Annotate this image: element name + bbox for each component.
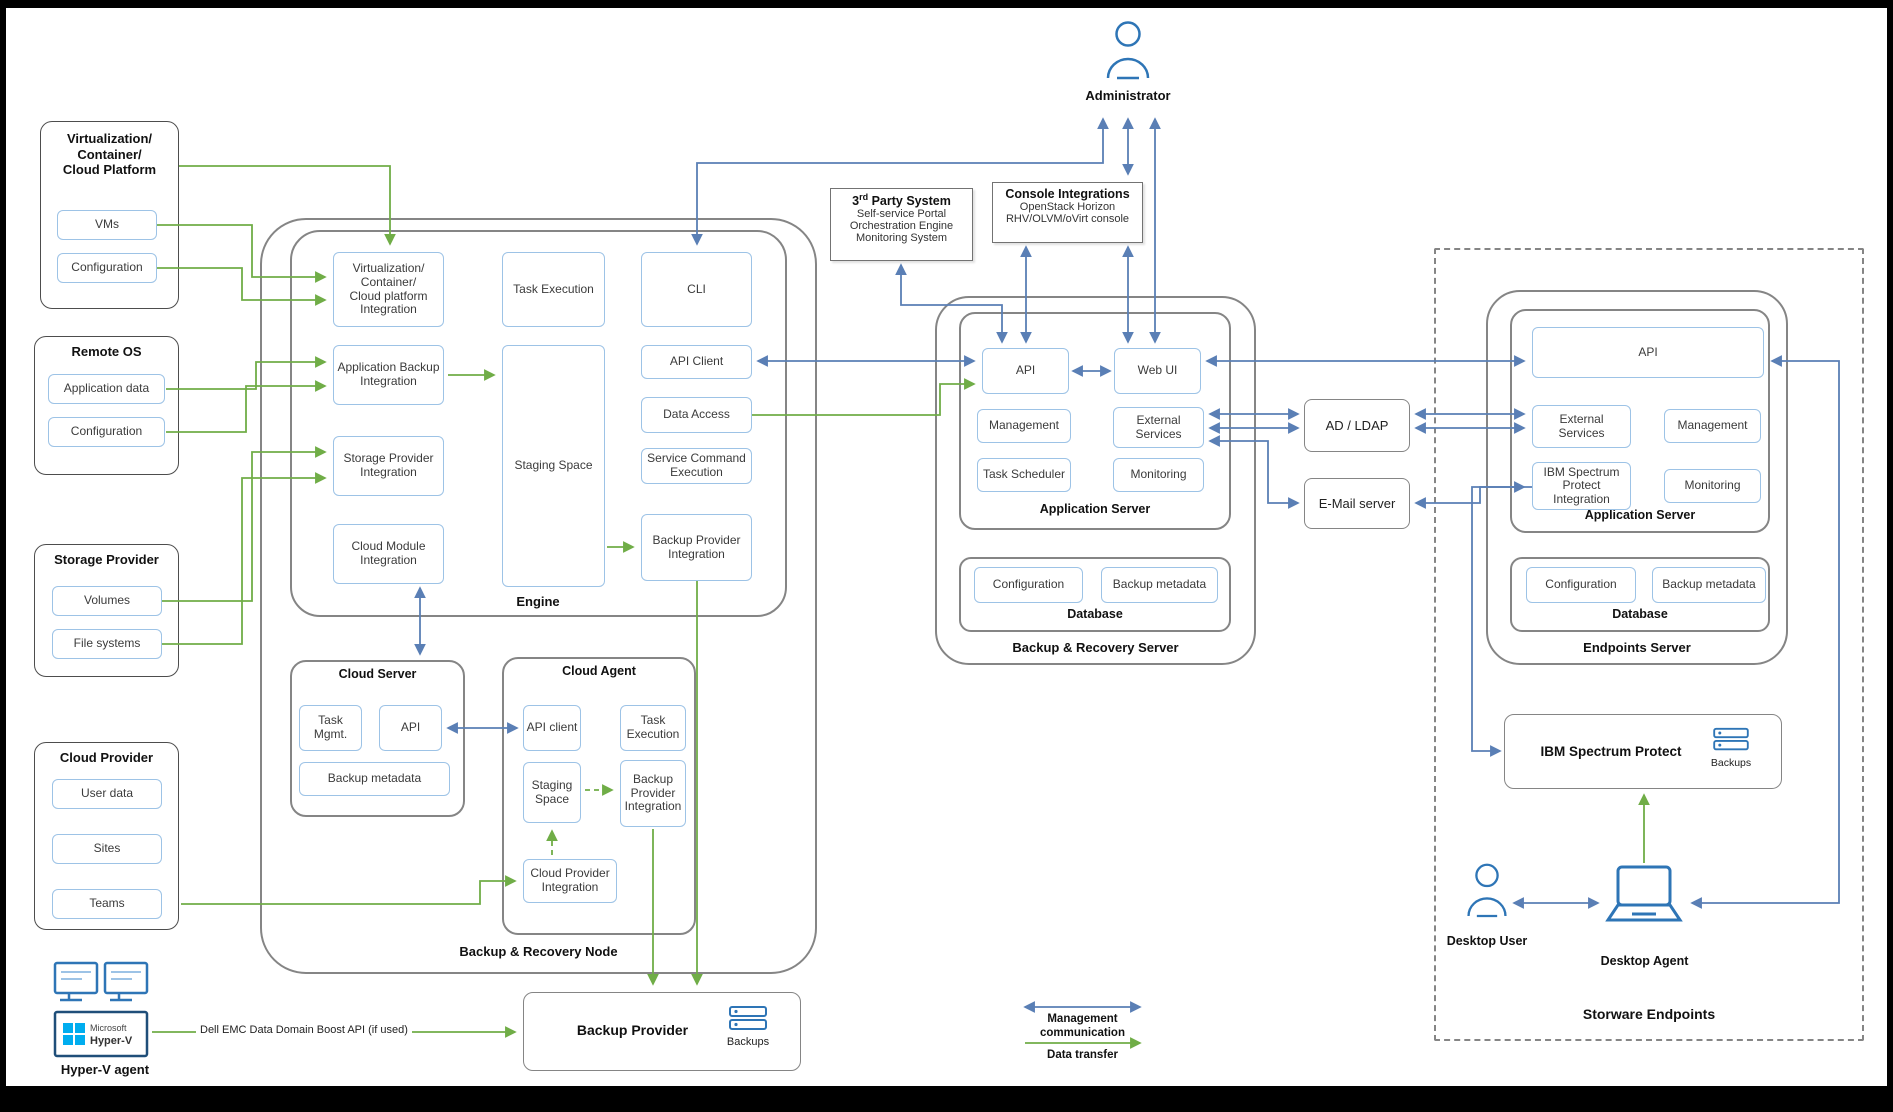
endpoints-management-box: Management [1664,409,1761,443]
cloud-provider-title: Cloud Provider [59,750,154,765]
server-api-box: API [982,348,1069,394]
server-db-configuration-box: Configuration [974,567,1083,603]
server-app-group [959,312,1231,530]
hyperv-agent-icon: Microsoft Hyper-V [53,961,149,1058]
cloud-server-backup-metadata-box: Backup metadata [299,762,450,796]
endpoints-server-label: Endpoints Server [1583,640,1691,655]
backup-provider-label: Backup Provider [576,1022,689,1038]
remote-os-panel [34,336,179,475]
server-management-box: Management [977,409,1071,443]
user-data-box: User data [52,779,162,809]
storage-provider-integration-box: Storage Provider Integration [333,436,444,496]
storware-endpoints-label: Storware Endpoints [1582,1006,1716,1022]
desktop-agent-label: Desktop Agent [1600,954,1689,968]
server-db-label: Database [1067,607,1123,621]
storage-provider-title: Storage Provider [54,552,159,567]
desktop-user-icon [1467,863,1507,918]
third-party-title-rest: Party System [868,194,951,209]
virt-platform-title: Virtualization/ Container/ Cloud Platfor… [62,131,157,178]
third-party-line-3: Monitoring System [855,232,948,245]
hyperv-icon-text1: Microsoft [90,1023,127,1033]
ibm-spectrum-protect-label: IBM Spectrum Protect [1540,744,1682,759]
api-client-box: API Client [641,345,752,379]
server-monitoring-box: Monitoring [1113,458,1204,492]
server-db-backup-metadata-box: Backup metadata [1101,567,1218,603]
administrator-label: Administrator [1085,88,1171,103]
virt-integration-box: Virtualization/ Container/ Cloud platfor… [333,252,444,327]
cloud-agent-label: Cloud Agent [562,664,636,678]
administrator-icon [1106,21,1150,80]
backup-provider-backups-caption: Backups [726,1036,770,1048]
staging-space-box: Staging Space [502,345,605,587]
third-party-line-2: Orchestration Engine [849,220,954,233]
console-integrations-box: Console Integrations OpenStack Horizon R… [992,182,1143,243]
third-party-title: 3rd Party System [833,192,970,208]
endpoints-external-services-box: External Services [1532,405,1631,448]
cloud-provider-integration-box: Cloud Provider Integration [523,859,617,903]
third-party-line-1: Self-service Portal [856,208,947,221]
dell-annotation: Dell EMC Data Domain Boost API (if used) [196,1024,412,1036]
hyperv-icon-text2: Hyper-V [90,1035,133,1047]
teams-box: Teams [52,889,162,919]
endpoints-app-label: Application Server [1584,508,1696,522]
endpoints-db-configuration-box: Configuration [1526,567,1636,603]
server-app-label: Application Server [1039,502,1151,516]
endpoints-ibm-integration-box: IBM Spectrum Protect Integration [1532,462,1631,510]
email-server-box: E-Mail server [1304,478,1410,529]
cloud-agent-task-execution-box: Task Execution [620,705,686,751]
task-mgmt-box: Task Mgmt. [299,705,362,751]
cloud-agent-staging-space-box: Staging Space [523,762,581,823]
application-data-box: Application data [48,374,165,404]
remote-os-title: Remote OS [71,344,142,359]
server-external-services-box: External Services [1113,407,1204,448]
server-web-ui-box: Web UI [1114,348,1201,394]
virt-configuration-box: Configuration [57,253,157,283]
endpoints-monitoring-box: Monitoring [1664,469,1761,503]
server-task-scheduler-box: Task Scheduler [977,458,1071,492]
data-access-box: Data Access [641,397,752,433]
endpoints-db-label: Database [1612,607,1668,621]
third-party-title-sup: rd [859,192,869,202]
volumes-box: Volumes [52,586,162,616]
storware-endpoints-group [1434,248,1864,1041]
third-party-system-box: 3rd Party System Self-service Portal Orc… [830,188,973,261]
hyperv-agent-label: Hyper-V agent [60,1062,150,1077]
ad-ldap-box: AD / LDAP [1304,399,1410,452]
cli-box: CLI [641,252,752,327]
backups-icon [729,1006,767,1030]
console-line-2: RHV/OLVM/oVirt console [1005,213,1130,225]
sites-box: Sites [52,834,162,864]
legend-data-label: Data transfer [1047,1049,1118,1061]
engine-label: Engine [516,594,560,609]
task-execution-box: Task Execution [502,252,605,327]
cloud-server-api-box: API [379,705,442,751]
desktop-user-label: Desktop User [1446,934,1528,948]
application-backup-integration-box: Application Backup Integration [333,345,444,405]
cloud-agent-api-client-box: API client [523,705,581,751]
file-systems-box: File systems [52,629,162,659]
backup-recovery-server-label: Backup & Recovery Server [1012,640,1179,655]
vms-box: VMs [57,210,157,240]
console-integrations-title: Console Integrations [1005,187,1130,201]
ibm-backups-icon [1713,727,1749,751]
endpoints-db-backup-metadata-box: Backup metadata [1652,567,1766,603]
cloud-module-integration-box: Cloud Module Integration [333,524,444,584]
server-db-group [959,557,1231,632]
cloud-agent-group [502,657,696,935]
cloud-agent-bpi-box: Backup Provider Integration [620,760,686,827]
legend-management-label: Management communication [1040,1013,1125,1039]
cloud-server-label: Cloud Server [338,667,417,681]
remote-os-configuration-box: Configuration [48,417,165,447]
console-line-1: OpenStack Horizon [1019,201,1116,213]
desktop-agent-icon [1605,865,1683,922]
backup-recovery-node-label: Backup & Recovery Node [459,944,618,959]
cloud-server-group [290,660,465,817]
backup-provider-box [523,992,801,1071]
ibm-backups-caption: Backups [1710,757,1752,769]
service-command-execution-box: Service Command Execution [641,448,752,484]
backup-provider-integration-box: Backup Provider Integration [641,514,752,581]
endpoints-api-box: API [1532,327,1764,378]
